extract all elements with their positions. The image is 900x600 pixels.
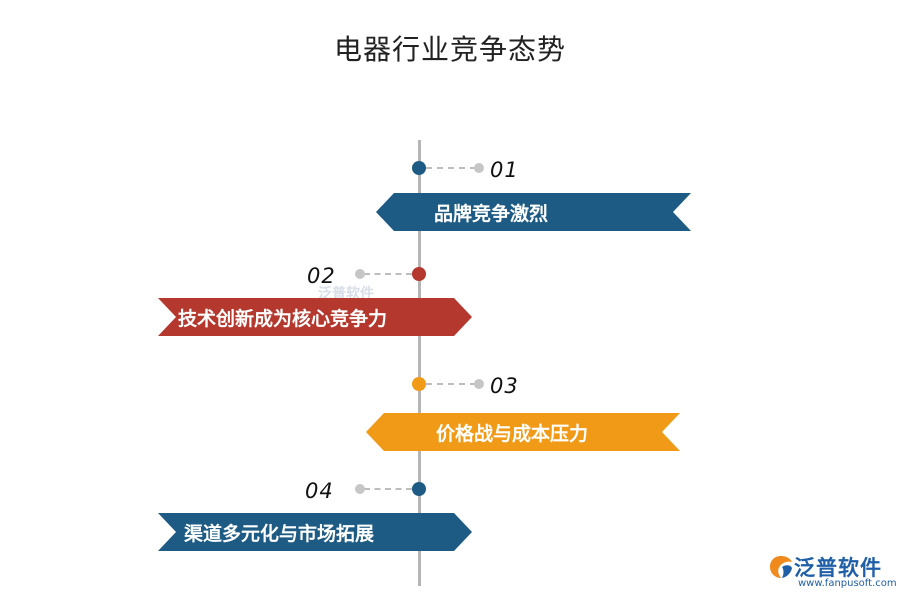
- connector-dash-2: [364, 273, 412, 275]
- connector-tip-4: [355, 484, 365, 494]
- ribbon-label-3: 价格战与成本压力: [436, 422, 589, 445]
- ribbon-label-4: 渠道多元化与市场拓展: [184, 522, 375, 545]
- step-number-2: 02: [307, 264, 336, 288]
- connector-tip-3: [474, 379, 484, 389]
- ribbon-3: 价格战与成本压力: [366, 413, 680, 451]
- connector-dash-4: [364, 488, 412, 490]
- fanpu-logo: 泛普软件 www.fanpusoft.com: [768, 552, 897, 592]
- timeline-dot-4: [412, 482, 426, 496]
- step-number-4: 04: [305, 479, 334, 503]
- step-number-3: 03: [490, 374, 519, 398]
- ribbon-2: 技术创新成为核心竞争力: [158, 298, 472, 336]
- connector-dash-3: [426, 383, 476, 385]
- connector-tip-1: [474, 163, 484, 173]
- logo-url: www.fanpusoft.com: [798, 578, 897, 589]
- connector-tip-2: [355, 269, 365, 279]
- connector-dash-1: [426, 167, 476, 169]
- step-number-1: 01: [490, 158, 519, 182]
- timeline-dot-1: [412, 161, 426, 175]
- fanpu-logo-icon: [770, 556, 792, 578]
- ribbon-label-2: 技术创新成为核心竞争力: [178, 307, 388, 330]
- page-title: 电器行业竞争态势: [333, 33, 566, 66]
- ribbon-1: 品牌竞争激烈: [376, 193, 691, 231]
- timeline-dot-3: [412, 377, 426, 391]
- timeline-dot-2: [412, 267, 426, 281]
- logo-name: 泛普软件: [794, 556, 882, 580]
- ribbon-label-1: 品牌竞争激烈: [434, 202, 549, 225]
- timeline-axis: [418, 140, 421, 586]
- ribbon-4: 渠道多元化与市场拓展: [158, 513, 472, 551]
